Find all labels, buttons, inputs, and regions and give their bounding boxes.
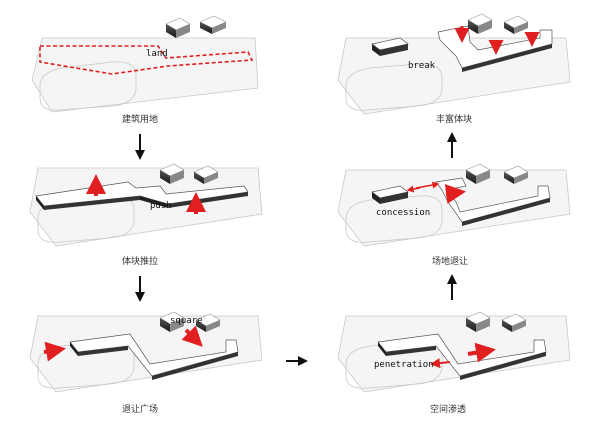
panel-penetration: penetration 空间渗透 xyxy=(337,311,571,415)
concession-arrow-push xyxy=(444,184,466,204)
building-block xyxy=(371,37,409,56)
panel-caption: 建筑用地 xyxy=(122,113,158,125)
existing-building xyxy=(465,311,491,332)
panel-tag: push xyxy=(150,201,172,211)
building-mass xyxy=(69,333,239,380)
site-ground xyxy=(31,37,259,113)
site-ground xyxy=(29,315,263,393)
panel-tag: penetration xyxy=(374,360,434,370)
land-boundary xyxy=(39,45,254,75)
penetration-arrow xyxy=(467,342,496,363)
panel-land: land 建筑用地 xyxy=(31,15,259,125)
building-mass xyxy=(377,333,547,380)
panel-caption: 退让广场 xyxy=(122,403,158,415)
square-arrow-diagonal xyxy=(181,325,203,347)
existing-building xyxy=(193,165,219,184)
panel-square: square 退让广场 xyxy=(29,311,263,415)
site-ground xyxy=(337,315,571,393)
existing-building xyxy=(503,15,529,34)
building-block xyxy=(371,185,409,204)
existing-building xyxy=(465,163,491,184)
panel-caption: 丰富体块 xyxy=(436,113,472,125)
panel-caption: 场地退让 xyxy=(432,255,468,267)
existing-building xyxy=(165,17,191,38)
existing-building xyxy=(501,313,527,332)
existing-building xyxy=(467,13,493,34)
existing-building xyxy=(503,165,529,184)
panel-tag: concession xyxy=(376,208,430,218)
track-oval xyxy=(345,63,443,111)
existing-building xyxy=(159,311,185,332)
panel-push: push 体块推拉 xyxy=(29,163,263,267)
panel-tag: land xyxy=(146,49,168,59)
panel-tag: square xyxy=(170,316,203,326)
square-arrow-in xyxy=(43,341,66,362)
existing-building xyxy=(159,163,185,184)
track-oval xyxy=(345,341,443,389)
track-oval xyxy=(345,195,443,243)
concession-arrow-right xyxy=(415,181,440,189)
track-oval xyxy=(39,61,137,111)
panel-break: break 丰富体块 xyxy=(337,13,571,125)
panel-caption: 体块推拉 xyxy=(122,255,158,267)
panel-tag: break xyxy=(408,61,436,71)
panel-caption: 空间渗透 xyxy=(430,403,466,415)
panel-concession: concession 场地退让 xyxy=(337,163,571,267)
existing-building xyxy=(199,15,227,34)
penetration-arrow xyxy=(430,358,451,369)
